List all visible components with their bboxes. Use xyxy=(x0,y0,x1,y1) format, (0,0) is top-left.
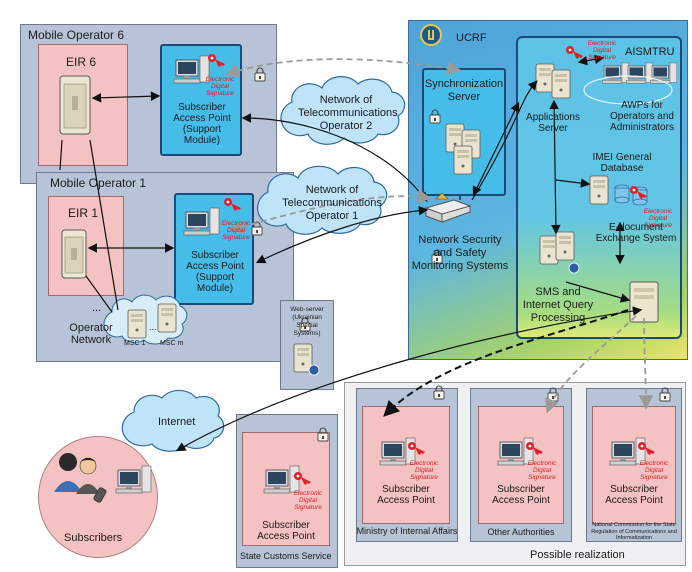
web-server-label: Web-server (Ukrainian Special Systems) xyxy=(290,306,324,337)
sap-6-key-icon xyxy=(208,54,225,67)
imei-database-label: IMEI General Database xyxy=(592,152,652,174)
sap-6-label: Subscriber Access Point (Support Module) xyxy=(173,102,231,146)
applications-server-label: Applications Server xyxy=(526,112,580,134)
msc-m-server xyxy=(157,303,177,333)
network-operator-2-label: Network of Telecommunications Operator 2 xyxy=(298,94,398,132)
msc-1-label: MSC 1 xyxy=(124,340,146,347)
msc-1-server xyxy=(127,309,147,339)
sap-1-label: Subscriber Access Point (Support Module) xyxy=(186,250,244,294)
sap-6-eds-label: Electronic Digital Signature xyxy=(205,76,235,97)
subscribers-label: Subscribers xyxy=(64,532,123,544)
eir-6-box xyxy=(38,44,128,166)
sap-1-computer xyxy=(183,207,220,236)
other-authorities-sap-label: Subscriber Access Point xyxy=(492,484,550,506)
mobile-operator-6-title: Mobile Operator 6 xyxy=(28,28,125,42)
awps-label: AWPs for Operators and Administrators xyxy=(610,100,674,133)
imei-eds-label: Electronic Digital Signature xyxy=(643,208,673,229)
sync-server-icon xyxy=(445,123,481,175)
ucrf-emblem xyxy=(420,24,442,46)
ministry-name-label: Ministry of Internal Affairs xyxy=(356,526,458,536)
customs-computer xyxy=(263,465,300,494)
msc-m-label: MSC m xyxy=(160,340,184,347)
commission-sap-label: Subscriber Access Point xyxy=(605,484,663,506)
operator-network-label: Operator Network xyxy=(69,322,113,346)
sap-1-eds-label: Electronic Digital Signature xyxy=(221,220,251,241)
possible-realization-title: Possible realization xyxy=(530,549,625,561)
edocument-label: E-document Exchange System xyxy=(595,222,677,244)
sms-processing-label: SMS and Internet Query Processing xyxy=(522,286,594,324)
eir-1-label: EIR 1 xyxy=(68,206,99,220)
operator-1-dots: ... xyxy=(92,302,102,314)
commission-name-label: National Commission for the State Regula… xyxy=(591,522,677,541)
commission-eds-label: Electronic Digital Signature xyxy=(639,460,669,481)
sms-server-icon xyxy=(539,231,580,274)
awp-computers xyxy=(583,62,678,105)
eir-6-server xyxy=(59,75,91,135)
dashed-grey-links xyxy=(224,58,654,414)
msc-dots-label: ... xyxy=(149,322,157,332)
sync-server-label: Synchronization Server xyxy=(424,78,504,103)
aismtru-title: AISMTRU xyxy=(625,46,675,58)
ucrf-emblem-trident xyxy=(428,30,434,40)
ucrf-title: UCRF xyxy=(456,32,487,44)
network-operator-1-label: Network of Telecommunications Operator 1 xyxy=(282,184,382,222)
customs-eds-label: Electronic Digital Signature xyxy=(293,490,323,511)
other-authorities-eds-label: Electronic Digital Signature xyxy=(527,460,557,481)
edocument-server-icon xyxy=(629,281,659,323)
eir-6-label: EIR 6 xyxy=(66,55,97,69)
customs-sap-label: Subscriber Access Point xyxy=(257,520,315,542)
apps-eds-label: Electronic Digital Signature xyxy=(587,40,617,61)
network-security-label: Network Security and Safety Monitoring S… xyxy=(411,234,509,272)
other-authorities-name-label: Other Authorities xyxy=(487,527,555,537)
applications-server-icon xyxy=(535,63,571,99)
network-security-device xyxy=(424,192,472,223)
customs-name-label: State Customs Service xyxy=(240,551,332,561)
subscribers-icon xyxy=(54,453,152,503)
web-server-icon xyxy=(293,343,320,376)
eir-1-server xyxy=(61,229,87,279)
mobile-operator-1-title: Mobile Operator 1 xyxy=(50,176,147,190)
ministry-sap-label: Subscriber Access Point xyxy=(377,484,435,506)
sap-1-key-icon xyxy=(224,198,241,211)
dashed-link-ministry xyxy=(383,309,629,417)
solid-links xyxy=(59,54,643,452)
internet-label: Internet xyxy=(158,416,196,428)
ministry-eds-label: Electronic Digital Signature xyxy=(409,460,439,481)
imei-database-icon xyxy=(589,175,648,206)
